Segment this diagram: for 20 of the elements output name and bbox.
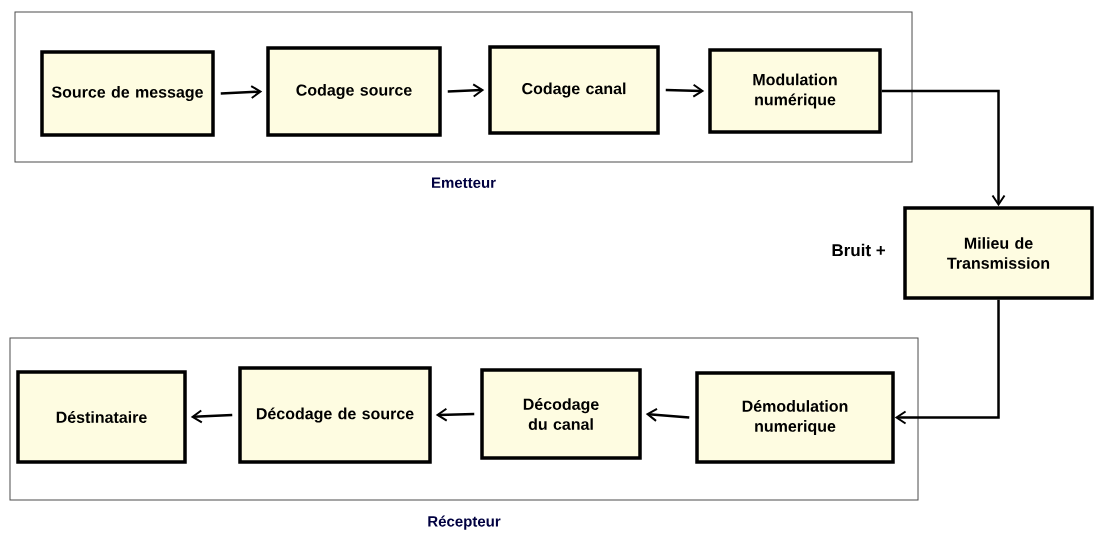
arrow	[190, 409, 233, 424]
arrow	[447, 83, 485, 98]
side-label: Bruit +	[832, 243, 885, 257]
arrow	[435, 407, 475, 422]
process-box: Démodulation numerique	[695, 371, 895, 464]
arrow	[220, 85, 263, 99]
process-box: Codage source	[266, 46, 442, 137]
process-box: Déstinataire	[16, 370, 187, 464]
process-box: Source de message	[40, 50, 215, 137]
process-box: Décodage du canal	[480, 368, 642, 460]
node-label: Emetteur	[432, 177, 496, 188]
process-box: Codage canal	[488, 45, 660, 135]
arrow	[894, 299, 1000, 425]
arrow	[645, 407, 690, 422]
process-box: Modulation numérique	[708, 48, 882, 134]
arrow	[665, 83, 705, 98]
process-box: Décodage de source	[238, 366, 432, 464]
arrow	[881, 89, 1006, 207]
process-box: Milieu de Transmission	[903, 206, 1094, 300]
node-label: Récepteur	[428, 515, 501, 530]
